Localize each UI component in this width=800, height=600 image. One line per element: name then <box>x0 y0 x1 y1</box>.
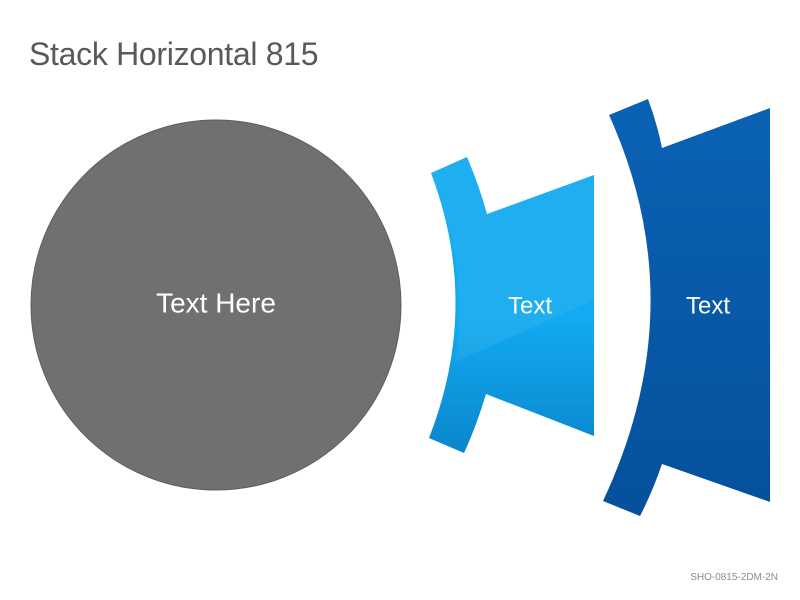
main-circle-label: Text Here <box>156 287 276 318</box>
stack-shape-2: Text <box>603 99 770 516</box>
main-circle: Text Here <box>30 119 402 491</box>
footer-code: SHO-0815-2DM-2N <box>690 572 778 583</box>
stack-shape-1-label: Text <box>508 292 552 319</box>
stack-shape-1: Text <box>429 157 594 453</box>
slide-title: Stack Horizontal 815 <box>29 36 319 72</box>
stack-shape-1-body <box>429 157 594 453</box>
stack-shape-2-label: Text <box>686 292 730 319</box>
main-circle-shape <box>30 119 402 491</box>
stack-shape-2-body <box>603 99 770 516</box>
stack-shape-1-highlight <box>431 157 594 362</box>
